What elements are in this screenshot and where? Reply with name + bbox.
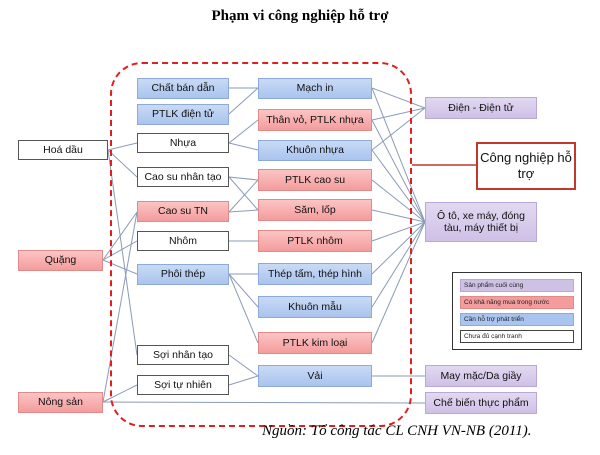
node-khuon-nhua: Khuôn nhựa — [258, 140, 372, 161]
node-thep-tam: Thép tấm, thép hình — [258, 263, 372, 285]
node-ptlk-cao-su: PTLK cao su — [258, 169, 372, 191]
support-industry-boundary — [110, 62, 412, 427]
node-nhom: Nhôm — [137, 231, 229, 251]
node-dien-tu: Điện - Điện tử — [425, 97, 537, 119]
page-title: Phạm vi công nghiệp hỗ trợ — [211, 8, 389, 24]
node-soi-nhan-tao: Sợi nhân tạo — [137, 345, 229, 365]
node-cao-su-nhan-tao: Cao su nhân tạo — [137, 167, 229, 187]
legend-item-not-competitive: Chưa đủ cạnh tranh — [460, 330, 574, 343]
legend-item-domestic: Có khả năng mua trong nước — [460, 296, 574, 309]
node-nong-san: Nông sản — [18, 392, 103, 413]
support-industry-label: Công nghiệp hỗ trợ — [476, 142, 576, 190]
node-cao-su-tn: Cao su TN — [137, 201, 229, 222]
node-may-mac: May mặc/Da giầy — [425, 365, 537, 387]
node-mach-in: Mạch in — [258, 78, 372, 99]
node-hoa-dau: Hoá dầu — [18, 140, 108, 160]
legend-item-needs-support: Cần hỗ trợ phát triển — [460, 313, 574, 326]
node-than-vo: Thân vỏ, PTLK nhựa — [258, 109, 372, 131]
node-sam-lop: Săm, lốp — [258, 199, 372, 221]
node-ptlk-dien-tu: PTLK điện tử — [137, 104, 229, 125]
node-ptlk-nhom: PTLK nhôm — [258, 230, 372, 252]
node-soi-tu-nhien: Sợi tự nhiên — [137, 375, 229, 395]
node-khuon-mau: Khuôn mẫu — [258, 296, 372, 318]
node-chat-ban-dan: Chất bán dẫn — [137, 78, 229, 99]
node-che-bien: Chế biến thực phẩm — [425, 392, 537, 414]
node-vai: Vải — [258, 365, 372, 387]
node-quang: Quặng — [18, 250, 103, 271]
legend: Sản phẩm cuối cùng Có khả năng mua trong… — [452, 272, 582, 350]
node-ptlk-kim-loai: PTLK kim loại — [258, 332, 372, 354]
node-nhua: Nhựa — [137, 133, 229, 153]
node-phoi-thep: Phôi thép — [137, 264, 229, 285]
legend-item-final: Sản phẩm cuối cùng — [460, 279, 574, 292]
source-note: Nguồn: Tổ công tác CL CNH VN-NB (2011). — [262, 423, 532, 439]
node-oto: Ô tô, xe máy, đóng tàu, máy thiết bị — [425, 202, 537, 242]
